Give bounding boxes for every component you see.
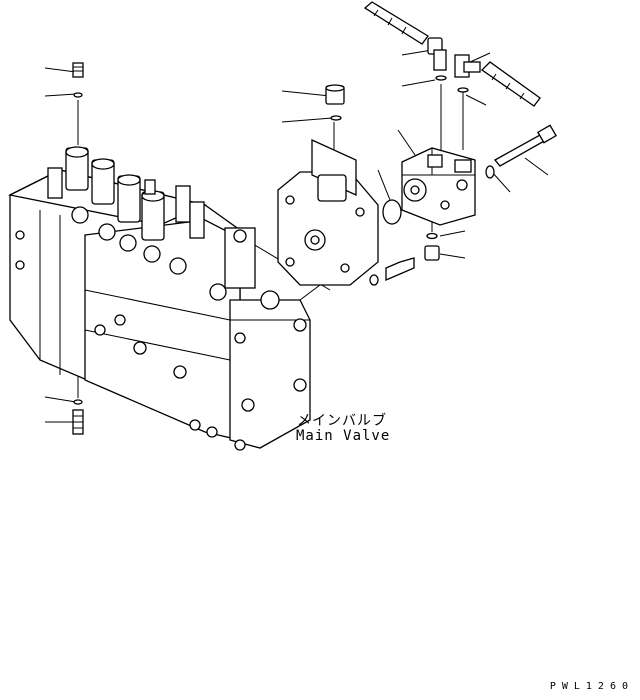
o-ring-icon	[73, 399, 83, 405]
elbow-fitting-icon	[427, 37, 447, 71]
gasket-icon	[382, 199, 402, 225]
o-ring-icon	[73, 92, 83, 98]
cover-plate-icon	[277, 138, 379, 286]
solenoid-block-icon	[401, 147, 476, 226]
assembly-name-en: Main Valve	[296, 428, 391, 444]
o-ring-icon	[435, 75, 447, 81]
elbow-fitting-icon	[454, 54, 481, 78]
plug-icon	[325, 84, 345, 105]
bolt-icon	[369, 257, 415, 286]
bolt-icon	[493, 124, 557, 167]
hose-icon	[363, 1, 429, 45]
drawing-code: PWL1260	[549, 681, 634, 692]
o-ring-icon	[457, 87, 469, 93]
o-ring-icon	[330, 115, 342, 121]
assembly-name-jp: メインバルブ	[297, 413, 387, 429]
main-valve-body-icon	[8, 146, 311, 451]
plug-icon	[424, 245, 440, 261]
o-ring-icon	[426, 232, 438, 240]
washer-icon	[485, 165, 495, 179]
hose-icon	[480, 61, 541, 107]
hose-fitting-icon	[72, 62, 84, 78]
hose-fitting-icon	[72, 409, 84, 435]
